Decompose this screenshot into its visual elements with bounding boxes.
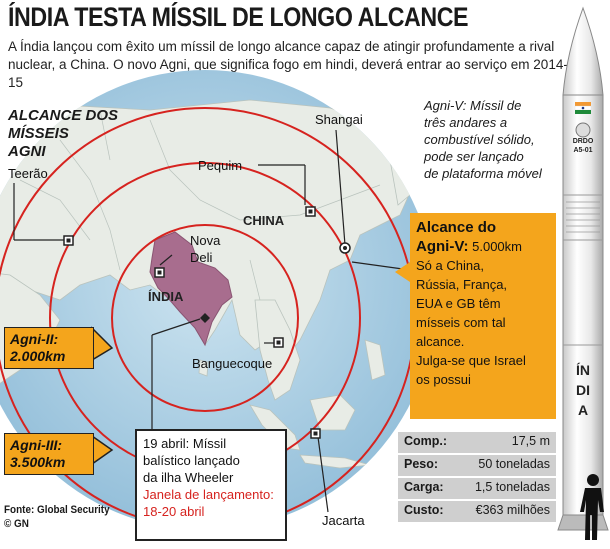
rocket-vertical-text: ÍNDIA (576, 362, 590, 418)
agni-ii-tag: Agni-II: 2.000km (4, 327, 94, 369)
agni-v-pointer (395, 262, 410, 282)
land-java (299, 454, 371, 469)
launch-callout: 19 abril: Míssil balístico lançado da il… (135, 429, 287, 541)
rocket-label-a5: A5-01 (573, 147, 593, 154)
agni-v-range: 5.000km (472, 239, 522, 254)
spec-row-carga: Carga:1,5 toneladas (398, 478, 556, 499)
land-sumatra (249, 404, 301, 451)
land-srilanka (198, 359, 209, 377)
land-indochina (254, 299, 301, 401)
city-label-teerao: Teerão (8, 166, 48, 181)
city-label-pequim: Pequim (198, 158, 243, 173)
agni-v-caption: Agni-V: Míssil de três andares a combust… (424, 98, 542, 181)
spec-row-peso: Peso:50 toneladas (398, 455, 556, 476)
city-label-shangai: Shangai (315, 112, 363, 127)
agni-range-heading: ALCANCE DOS MÍSSEIS AGNI (8, 107, 119, 160)
country-label-india: ÍNDIA (148, 289, 184, 304)
agni-iii-tag: Agni-III: 3.500km (4, 433, 94, 475)
india-shape (149, 231, 233, 347)
page-title: ÍNDIA TESTA MÍSSIL DE LONGO ALCANCE (8, 2, 469, 32)
source-credit: Fonte: Global Security © GN (4, 504, 110, 530)
city-label-jacarta: Jacarta (322, 513, 365, 528)
spec-row-comp: Comp.:17,5 m (398, 432, 556, 453)
agni-v-heading-2: Agni-V: (416, 238, 469, 255)
country-label-china: CHINA (243, 213, 285, 228)
spec-row-custo: Custo:€363 milhões (398, 501, 556, 522)
land-philippines (364, 339, 386, 381)
rocket-label-drdo: DRDO (572, 138, 594, 145)
city-label-nova: Nova (190, 233, 221, 248)
intro-text: A Índia lançou com êxito um míssil de lo… (8, 39, 568, 90)
city-label-banguecoque: Banguecoque (192, 356, 273, 371)
city-markers (63, 206, 351, 439)
launch-site-marker (200, 313, 210, 323)
launch-window-dates: 18-20 abril (143, 504, 205, 519)
agni-v-heading-1: Alcance do (416, 219, 497, 236)
city-label-deli: Deli (190, 250, 213, 265)
agni-v-info-box: Alcance do Agni-V: 5.000km Só a China, R… (410, 213, 556, 419)
specs-table: Comp.:17,5 m Peso:50 toneladas Carga:1,5… (398, 432, 556, 524)
launch-window-label: Janela de lançamento: (143, 487, 274, 502)
ring-agni-ii (111, 224, 299, 412)
